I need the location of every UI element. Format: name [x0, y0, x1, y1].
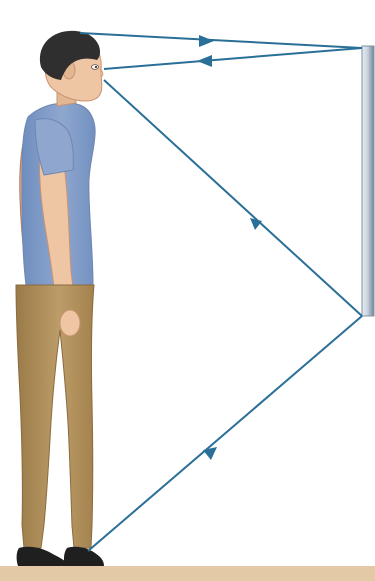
feet-reflected-ray	[104, 80, 362, 316]
feet-incident-ray	[88, 316, 362, 551]
arrowhead-icon	[203, 447, 217, 460]
arrowhead-icon	[199, 35, 214, 47]
top-of-head-reflected-ray	[104, 48, 362, 69]
top-of-head-incident-ray	[80, 33, 362, 48]
person-figure	[16, 31, 104, 566]
ray-group	[80, 33, 362, 551]
floor	[0, 566, 375, 581]
mirror-icon	[362, 46, 374, 316]
arrowhead-icon	[197, 55, 212, 67]
